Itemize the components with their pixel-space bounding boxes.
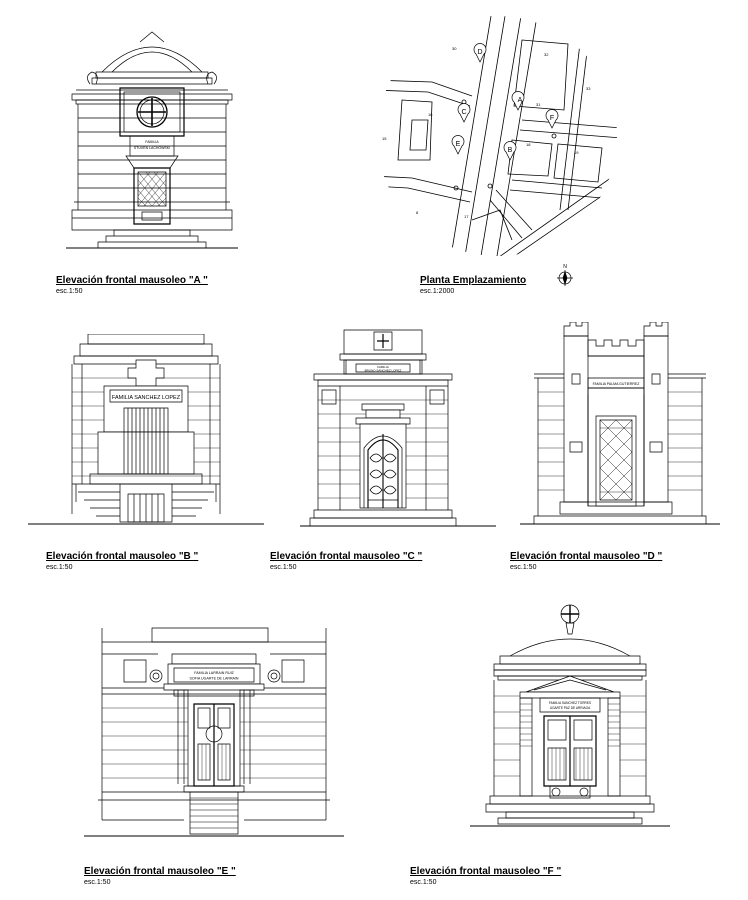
elevation-d-drawing: FAMILIA PALMA GUTIERREZ xyxy=(520,322,720,530)
elevation-b-drawing: FAMILIA SANCHEZ LOPEZ xyxy=(28,334,264,530)
elevation-b-caption: Elevación frontal mausoleo "B " esc.1:50 xyxy=(46,551,198,571)
elevation-c-caption: Elevación frontal mausoleo "C " esc.1:50 xyxy=(270,551,422,571)
site-plan-block-number: 15 xyxy=(382,136,387,141)
elevation-b-inscription: FAMILIA SANCHEZ LOPEZ xyxy=(112,395,181,401)
site-plan-block-number: 8 xyxy=(416,210,419,215)
elevation-c-title: Elevación frontal mausoleo "C " xyxy=(270,551,423,562)
elevation-e-caption: Elevación frontal mausoleo "E " esc.1:50 xyxy=(84,866,236,886)
site-plan-block-number: 16 xyxy=(428,112,433,117)
elevation-f-title: Elevación frontal mausoleo "F " xyxy=(410,866,562,877)
elevation-f-inscription-2: UGARTE PAZ DE ARRIAGA xyxy=(550,706,591,710)
elevation-f-drawing: FAMILIA SANCHEZ TORRES UGARTE PAZ DE ARR… xyxy=(470,600,670,840)
north-arrow-label: N xyxy=(563,264,567,270)
site-plan-block-number: 33 xyxy=(586,86,591,91)
elevation-e-inscription-2: SOFIA UGARTE DE LARRAIN xyxy=(189,677,238,681)
elevation-f-scale: esc.1:50 xyxy=(410,879,437,886)
elevation-a-drawing: FAMILIA STUVEN LACHOWSKI xyxy=(62,28,242,253)
elevation-f-inscription-1: FAMILIA SANCHEZ TORRES xyxy=(549,701,591,705)
site-plan-block-number: 18 xyxy=(526,142,531,147)
site-plan-marker-a: A xyxy=(518,97,523,104)
site-plan-block-number: 17 xyxy=(464,214,469,219)
elevation-e-drawing: FAMILIA LARRAIN RUIZ SOFIA UGARTE DE LAR… xyxy=(84,624,344,844)
site-plan-caption: Planta Emplazamiento esc.1:2000 xyxy=(420,275,526,295)
elevation-d-caption: Elevación frontal mausoleo "D " esc.1:50 xyxy=(510,551,662,571)
elevation-e-scale: esc.1:50 xyxy=(84,879,111,886)
site-plan-marker-f: F xyxy=(550,115,554,122)
elevation-e-inscription-1: FAMILIA LARRAIN RUIZ xyxy=(194,671,234,675)
site-plan-block-number: 31 xyxy=(536,102,541,107)
elevation-d-inscription: FAMILIA PALMA GUTIERREZ xyxy=(593,382,641,386)
elevation-a-caption: Elevación frontal mausoleo "A " esc.1:50 xyxy=(56,275,208,295)
elevation-e-title: Elevación frontal mausoleo "E " xyxy=(84,866,236,877)
site-plan-marker-d: D xyxy=(477,49,482,56)
site-plan-block-number: 30 xyxy=(452,46,457,51)
elevation-a-title: Elevación frontal mausoleo "A " xyxy=(56,275,208,286)
site-plan-block-number: 19 xyxy=(574,150,579,155)
elevation-f-caption: Elevación frontal mausoleo "F " esc.1:50 xyxy=(410,866,561,886)
elevation-d-title: Elevación frontal mausoleo "D " xyxy=(510,551,663,562)
elevation-c-inscription-2: BRUNO SANCHEZ LOPEZ xyxy=(365,369,402,373)
site-plan-drawing: A B C D E F 30 32 33 31 16 15 18 19 8 17 xyxy=(372,10,622,262)
elevation-a-scale: esc.1:50 xyxy=(56,288,83,295)
elevation-c-drawing: FAMILIA BRUNO SANCHEZ LOPEZ xyxy=(300,324,496,530)
elevation-b-title: Elevación frontal mausoleo "B " xyxy=(46,551,199,562)
site-plan-marker-b: B xyxy=(508,147,513,154)
elevation-d-scale: esc.1:50 xyxy=(510,564,537,571)
site-plan-title: Planta Emplazamiento xyxy=(420,275,527,286)
elevation-a-inscription-2: STUVEN LACHOWSKI xyxy=(134,146,170,150)
north-arrow-icon: N xyxy=(556,262,574,288)
elevation-b-scale: esc.1:50 xyxy=(46,564,73,571)
site-plan-scale: esc.1:2000 xyxy=(420,288,455,295)
elevation-c-scale: esc.1:50 xyxy=(270,564,297,571)
site-plan-marker-e: E xyxy=(456,141,461,148)
elevation-a-inscription-1: FAMILIA xyxy=(145,140,159,144)
site-plan-block-number: 32 xyxy=(544,52,549,57)
elevation-c-inscription-1: FAMILIA xyxy=(377,365,389,369)
site-plan-marker-c: C xyxy=(461,109,466,116)
